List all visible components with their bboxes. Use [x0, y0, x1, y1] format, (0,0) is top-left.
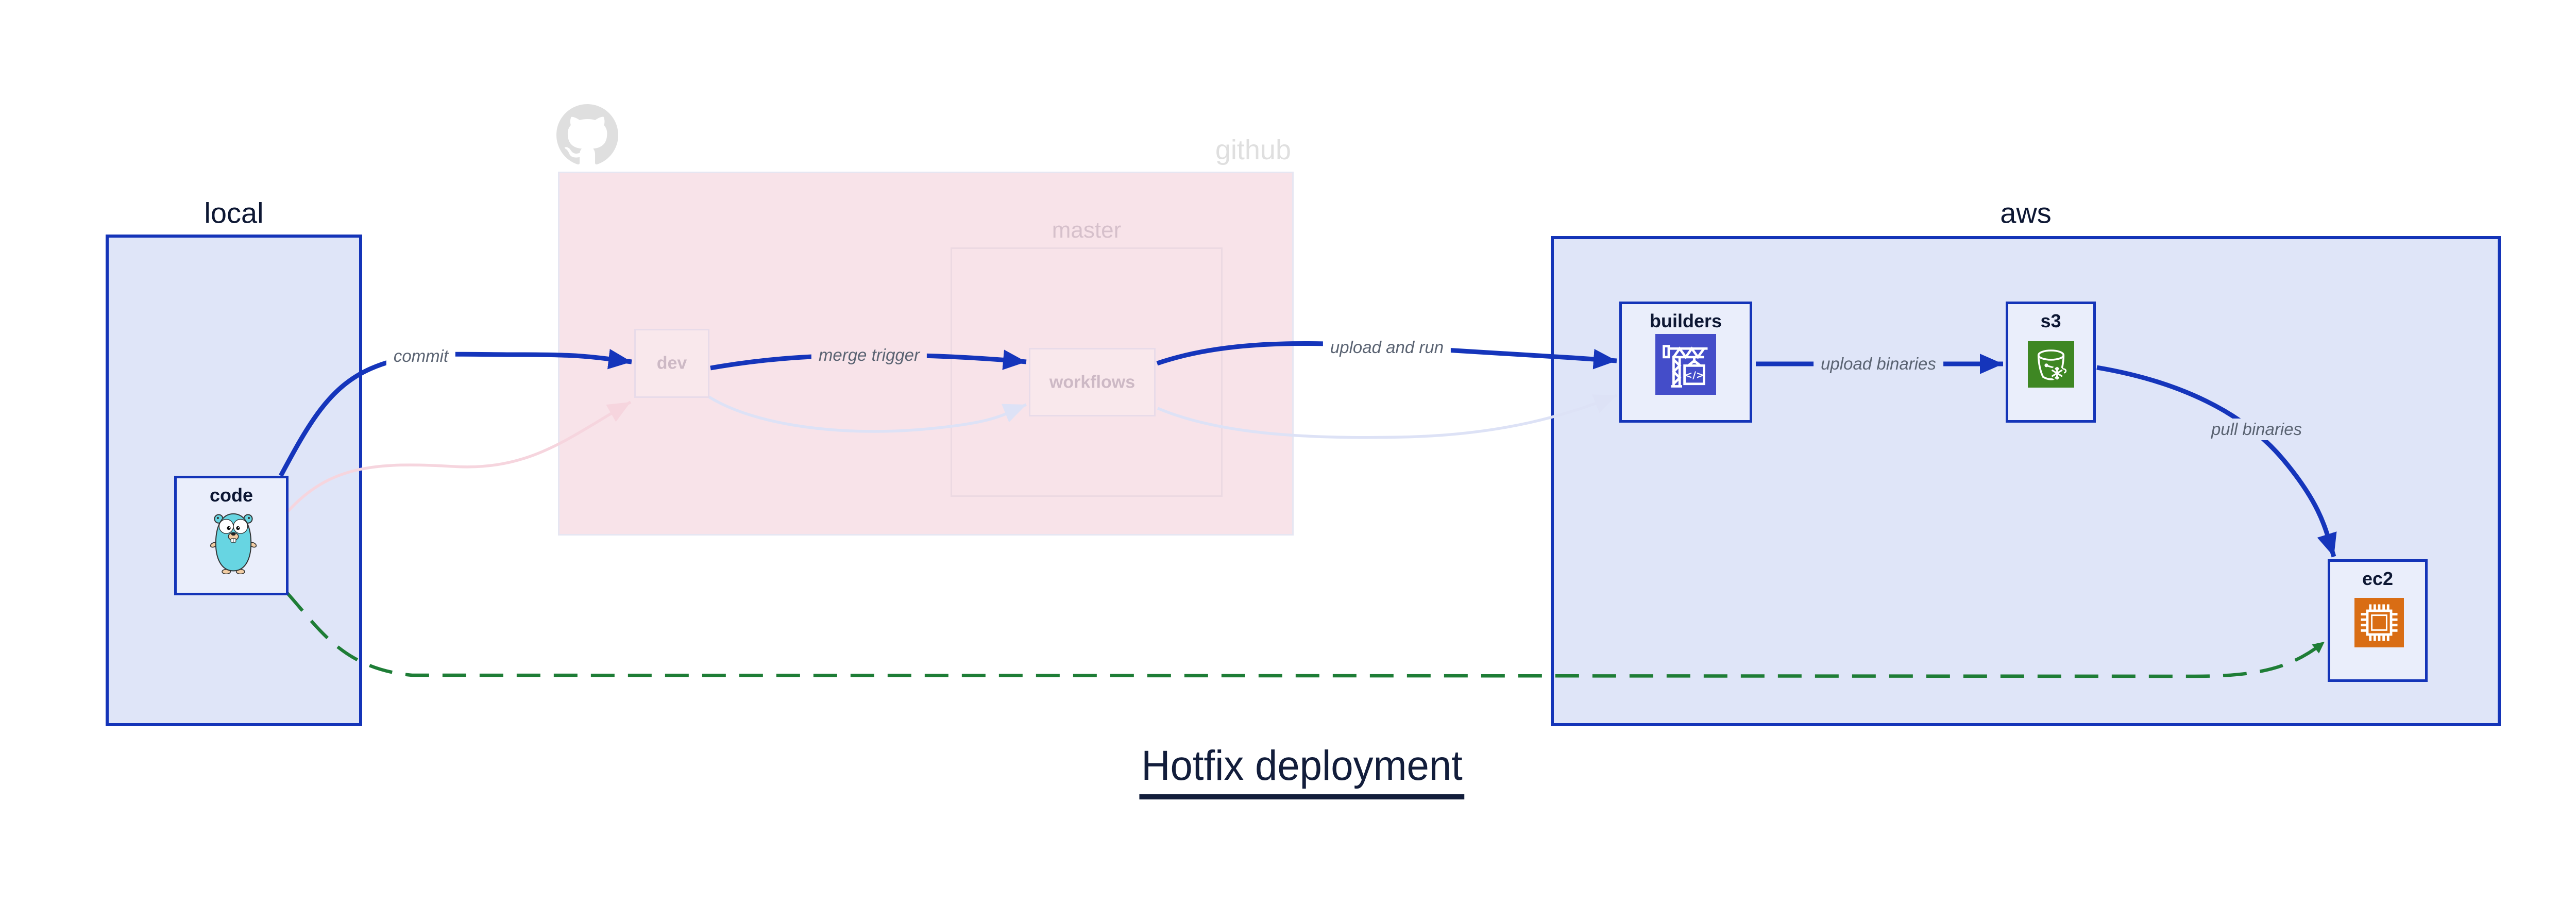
group-aws-title: aws — [2000, 196, 2052, 229]
diagram-title: Hotfix deployment — [1139, 742, 1465, 799]
edge-commit-label: commit — [386, 345, 456, 367]
group-github-title: github — [1215, 135, 1291, 165]
edge-upload-binaries-label: upload binaries — [1814, 353, 1943, 375]
node-dev: dev — [634, 329, 709, 398]
group-master — [951, 247, 1223, 497]
github-octocat-icon — [556, 104, 618, 165]
node-workflows: workflows — [1029, 348, 1156, 416]
edge-pull-binaries-label: pull binaries — [2204, 419, 2310, 440]
svg-text:</>: </> — [1684, 370, 1704, 381]
node-builders-label: builders — [1649, 310, 1722, 331]
node-s3-label: s3 — [2040, 310, 2061, 331]
node-ec2: ec2 — [2328, 559, 2428, 682]
node-code-label: code — [209, 485, 253, 506]
go-gopher-icon — [210, 513, 257, 574]
codebuild-crane-icon: </> — [1655, 334, 1716, 395]
node-workflows-label: workflows — [1049, 372, 1136, 392]
node-code: code — [174, 476, 289, 595]
node-s3: s3 — [2006, 302, 2096, 423]
node-ec2-label: ec2 — [2362, 568, 2394, 589]
ec2-chip-icon — [2354, 598, 2404, 647]
edge-merge-trigger-label: merge trigger — [811, 344, 927, 366]
group-master-title: master — [1052, 218, 1122, 243]
node-builders: builders </> — [1619, 302, 1752, 423]
group-local-title: local — [204, 196, 264, 229]
node-dev-label: dev — [656, 353, 687, 373]
s3-bucket-icon — [2028, 341, 2074, 388]
edge-upload-and-run-label: upload and run — [1323, 337, 1451, 358]
